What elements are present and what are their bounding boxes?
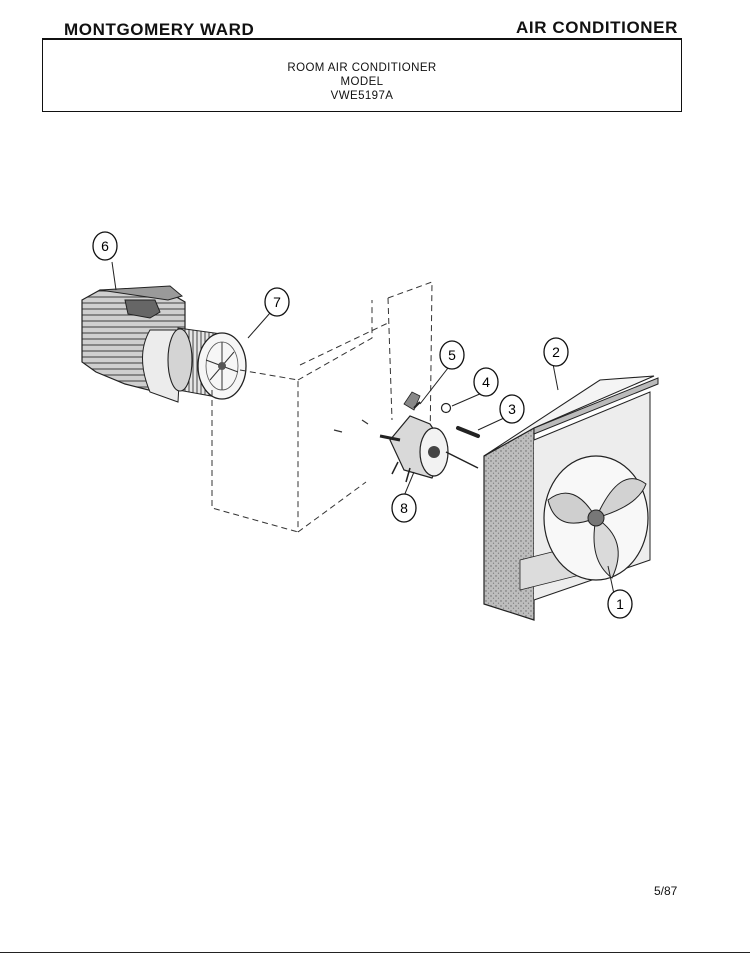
callout-2: 2 — [543, 337, 569, 367]
callout-8-label: 8 — [400, 500, 408, 516]
fan-motor — [333, 391, 479, 483]
condenser-fan-blade — [543, 455, 649, 581]
callout-4: 4 — [473, 367, 499, 397]
blower-wheel — [167, 327, 247, 400]
page-code: 5/87 — [654, 884, 678, 898]
callout-3-label: 3 — [508, 401, 516, 417]
brand-header: MONTGOMERY WARD — [64, 20, 255, 39]
category-header: AIR CONDITIONER — [516, 18, 678, 37]
callout-6-label: 6 — [101, 238, 109, 254]
callout-7-label: 7 — [273, 294, 281, 310]
callout-4-label: 4 — [482, 374, 490, 390]
callout-2-label: 2 — [552, 344, 560, 360]
title-line-model-number: VWE5197A — [330, 90, 394, 102]
callout-1-label: 1 — [616, 596, 624, 612]
title-line-model-label: MODEL — [340, 76, 384, 88]
callout-1: 1 — [607, 589, 633, 619]
callout-5: 5 — [439, 340, 465, 370]
title-line-product: ROOM AIR CONDITIONER — [287, 62, 437, 74]
leader-lines — [111, 261, 615, 595]
header-rule — [42, 38, 682, 40]
callout-3: 3 — [499, 394, 525, 424]
callout-6: 6 — [92, 231, 118, 261]
callout-8: 8 — [391, 493, 417, 523]
mounting-hardware — [413, 401, 480, 438]
title-box: ROOM AIR CONDITIONER MODEL VWE5197A — [42, 39, 682, 112]
footer-rule — [0, 952, 750, 953]
callout-5-label: 5 — [448, 347, 456, 363]
partition-panel-outline — [211, 281, 433, 533]
callout-7: 7 — [264, 287, 290, 317]
